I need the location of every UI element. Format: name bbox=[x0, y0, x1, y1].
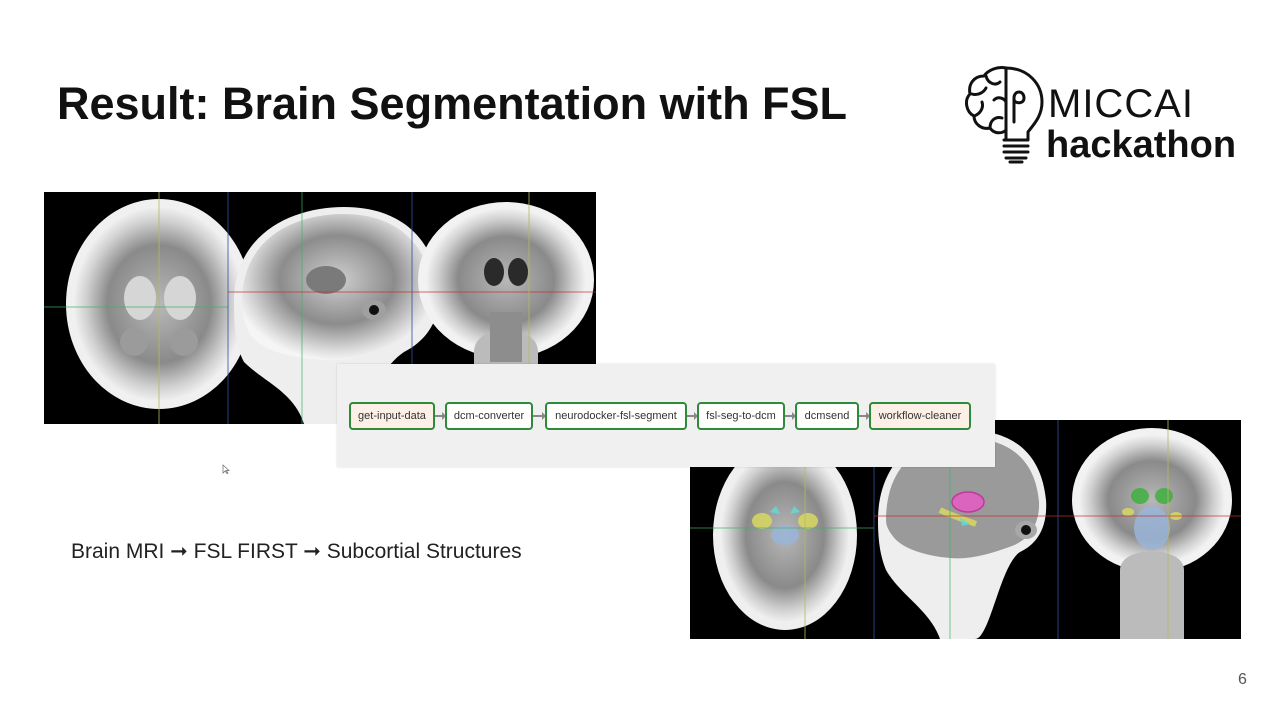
pipeline-step-dcmsend[interactable]: dcmsend bbox=[795, 402, 859, 430]
pipeline-connector bbox=[785, 412, 796, 420]
step-label: neurodocker-fsl-segment bbox=[555, 410, 677, 422]
mri-image-original bbox=[44, 192, 596, 424]
slide-title: Result: Brain Segmentation with FSL bbox=[57, 78, 848, 129]
mouse-cursor-icon bbox=[222, 464, 230, 474]
step-label: dcmsend bbox=[804, 410, 850, 422]
miccai-hackathon-logo: MICCAI hackathon bbox=[964, 62, 1244, 166]
pipeline-connector bbox=[533, 412, 546, 420]
pipeline-connector bbox=[859, 412, 870, 420]
workflow-caption: Brain MRI ➞ FSL FIRST ➞ Subcortial Struc… bbox=[71, 540, 522, 563]
brain-lightbulb-icon bbox=[965, 66, 1044, 164]
pipeline-connector bbox=[435, 412, 446, 420]
step-label: dcm-converter bbox=[453, 410, 525, 422]
logo-text-hackathon: hackathon bbox=[1046, 124, 1237, 166]
page-number: 6 bbox=[1238, 671, 1247, 688]
pipeline-step-workflow-cleaner[interactable]: workflow-cleaner bbox=[869, 402, 971, 430]
pipeline-step-neurodocker-fsl-segment[interactable]: neurodocker-fsl-segment bbox=[545, 402, 687, 430]
step-label: get-input-data bbox=[358, 410, 426, 422]
pipeline-step-get-input-data[interactable]: get-input-data bbox=[349, 402, 435, 430]
step-label: fsl-seg-to-dcm bbox=[706, 410, 776, 422]
pipeline-connector bbox=[687, 412, 698, 420]
pipeline-step-dcm-converter[interactable]: dcm-converter bbox=[445, 402, 533, 430]
pipeline-step-fsl-seg-to-dcm[interactable]: fsl-seg-to-dcm bbox=[697, 402, 785, 430]
step-label: workflow-cleaner bbox=[878, 410, 962, 422]
workflow-pipeline: get-input-data dcm-converter neurodocker… bbox=[337, 364, 995, 467]
logo-text-miccai: MICCAI bbox=[1048, 82, 1194, 126]
